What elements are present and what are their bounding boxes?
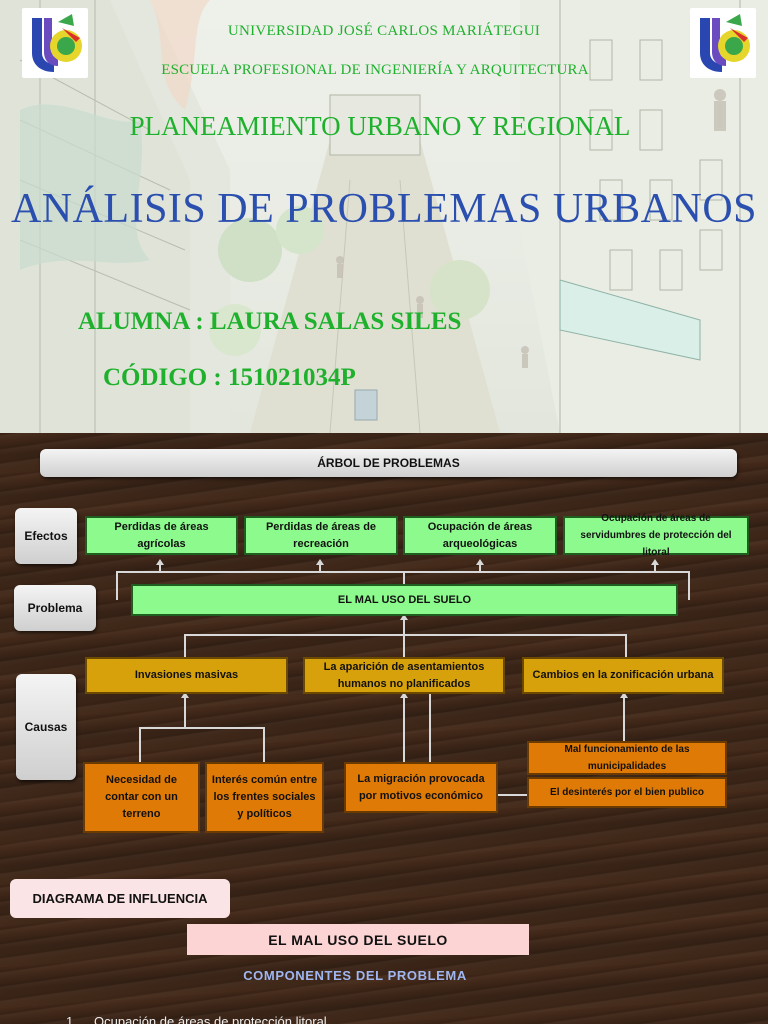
student-code: CÓDIGO : 151021034P [103,364,356,391]
ujcm-logo-icon [32,14,82,72]
university-logo-left [22,8,88,78]
sub-cause-box: La migración provocada por motivos econó… [344,762,498,813]
student-name: ALUMNA : LAURA SALAS SILES [78,308,462,335]
university-logo-right [690,8,756,78]
university-name: UNIVERSIDAD JOSÉ CARLOS MARIÁTEGUI [227,23,541,39]
row-label-causes: Causas [16,674,76,780]
effect-box: Ocupación de áreas arqueológicas [403,516,557,555]
effect-box: Perdidas de áreas de recreación [244,516,398,555]
influence-diagram-label: DIAGRAMA DE INFLUENCIA [10,879,230,918]
cover-slide: UNIVERSIDAD JOSÉ CARLOS MARIÁTEGUI ESCUE… [0,0,768,433]
street-illustration [0,0,768,433]
component-list-item: 1. Ocupación de áreas de protección litor… [66,1014,327,1024]
effect-box: Perdidas de áreas agrícolas [85,516,238,555]
cause-box: Cambios en la zonificación urbana [522,657,724,694]
school-name: ESCUELA PROFESIONAL DE INGENIERÍA Y ARQU… [161,62,589,78]
sub-cause-box: Necesidad de contar con un terreno [83,762,200,833]
document-title: ANÁLISIS DE PROBLEMAS URBANOS [10,186,758,232]
problem-tree-slide: ÁRBOL DE PROBLEMAS Efectos Problema Caus… [0,433,768,1024]
cause-box: La aparición de asentamientos humanos no… [303,657,505,694]
sub-cause-box: Mal funcionamiento de las municipalidade… [527,741,727,775]
central-problem-box: EL MAL USO DEL SUELO [131,584,678,616]
cause-box: Invasiones masivas [85,657,288,694]
course-title: PLANEAMIENTO URBANO Y REGIONAL [129,111,631,141]
effect-box: Ocupación de áreas de servidumbres de pr… [563,513,749,558]
sub-cause-box: El desinterés por el bien publico [527,777,727,808]
component-text: Ocupación de áreas de protección litoral [94,1014,327,1024]
sub-cause-box: Interés común entre los frentes sociales… [205,762,324,833]
influence-problem-box: EL MAL USO DEL SUELO [187,924,529,955]
component-number: 1. [66,1014,77,1024]
ujcm-logo-icon [700,14,750,72]
components-title: COMPONENTES DEL PROBLEMA [243,968,467,983]
row-label-problem: Problema [14,585,96,631]
row-label-effects: Efectos [15,508,77,564]
tree-header: ÁRBOL DE PROBLEMAS [40,449,737,477]
